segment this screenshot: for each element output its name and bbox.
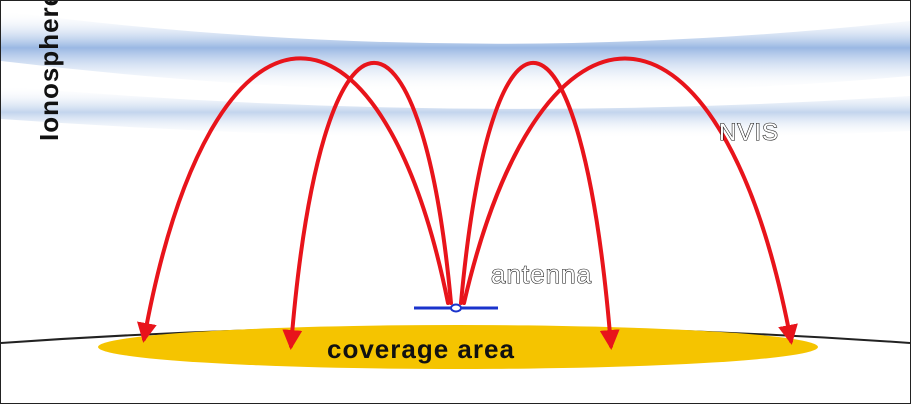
ray-far-right [462, 56, 798, 345]
coverage-area [98, 325, 818, 369]
ionosphere-label: Ionosphere [34, 1, 64, 141]
nvis-label: NVIS [719, 119, 779, 146]
antenna-feed [450, 303, 462, 313]
ray-near-right [459, 60, 620, 350]
antenna-label: antenna [491, 259, 592, 289]
coverage-area-label: coverage area [327, 334, 515, 364]
ray-far-left [137, 56, 450, 343]
ray-near-left [282, 60, 453, 350]
ionosphere-upper-band [1, 11, 910, 93]
ionosphere-lower-band [1, 86, 910, 139]
